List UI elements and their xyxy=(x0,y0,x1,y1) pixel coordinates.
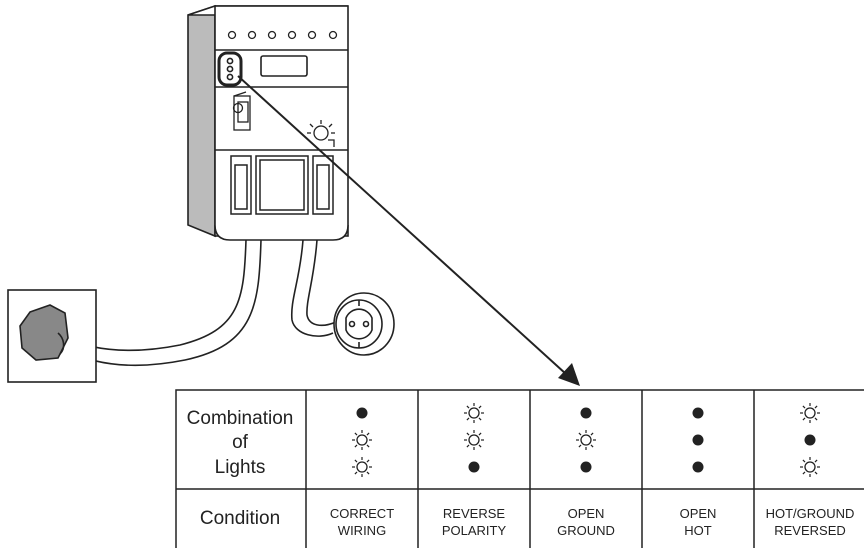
light-on-c3-r2 xyxy=(576,430,596,450)
condition-4-line-1: OPEN xyxy=(680,506,717,521)
row-label-lights: Lights xyxy=(215,457,266,478)
bulb-icon xyxy=(307,120,335,147)
condition-5-line-2: REVERSED xyxy=(774,523,846,538)
light-off-c5-r2 xyxy=(804,434,816,446)
light-off-c1-r1 xyxy=(356,407,368,419)
power-cables xyxy=(59,239,337,366)
condition-3-line-1: OPEN xyxy=(568,506,605,521)
light-off-c2-r3 xyxy=(468,461,480,473)
plug-body xyxy=(19,304,69,361)
table-border xyxy=(175,389,864,548)
row-label-of: of xyxy=(232,432,249,453)
wall-outlet-plug xyxy=(7,289,97,383)
indicator-light-3 xyxy=(226,73,234,81)
row-label-condition: Condition xyxy=(200,508,280,529)
light-off-c3-r1 xyxy=(580,407,592,419)
light-off-c4-r3 xyxy=(692,461,704,473)
condition-5-line-1: HOT/GROUND xyxy=(766,506,855,521)
test-outlet-slots xyxy=(230,155,334,215)
row-label-combination: Combination xyxy=(187,408,294,429)
indicator-light-1 xyxy=(226,57,234,65)
light-on-c1-r2 xyxy=(352,430,372,450)
light-off-c4-r1 xyxy=(692,407,704,419)
top-vent-holes xyxy=(227,30,338,40)
outlet-tester-device xyxy=(187,4,349,241)
light-on-c2-r1 xyxy=(464,403,484,423)
light-on-c5-r3 xyxy=(800,457,820,477)
condition-3-line-2: GROUND xyxy=(557,523,615,538)
display-window xyxy=(260,55,308,77)
indicator-light-2 xyxy=(226,65,234,73)
tester-side-face xyxy=(187,4,216,238)
condition-2-line-1: REVERSE xyxy=(443,506,505,521)
condition-4-line-2: HOT xyxy=(684,523,712,538)
light-on-c2-r2 xyxy=(464,430,484,450)
pointer-arrow xyxy=(237,75,580,386)
light-switch-icon xyxy=(232,91,251,131)
indicator-lights-highlight xyxy=(217,51,243,87)
condition-table xyxy=(175,389,864,548)
condition-1-line-1: CORRECT xyxy=(330,506,394,521)
light-indicator-cells xyxy=(352,403,820,477)
light-on-c5-r1 xyxy=(800,403,820,423)
light-on-c1-r3 xyxy=(352,457,372,477)
light-off-c3-r3 xyxy=(580,461,592,473)
tester-front-face xyxy=(214,5,349,237)
condition-2-line-2: POLARITY xyxy=(442,523,507,538)
light-off-c4-r2 xyxy=(692,434,704,446)
condition-1-line-2: WIRING xyxy=(338,523,386,538)
extension-socket xyxy=(333,292,395,356)
